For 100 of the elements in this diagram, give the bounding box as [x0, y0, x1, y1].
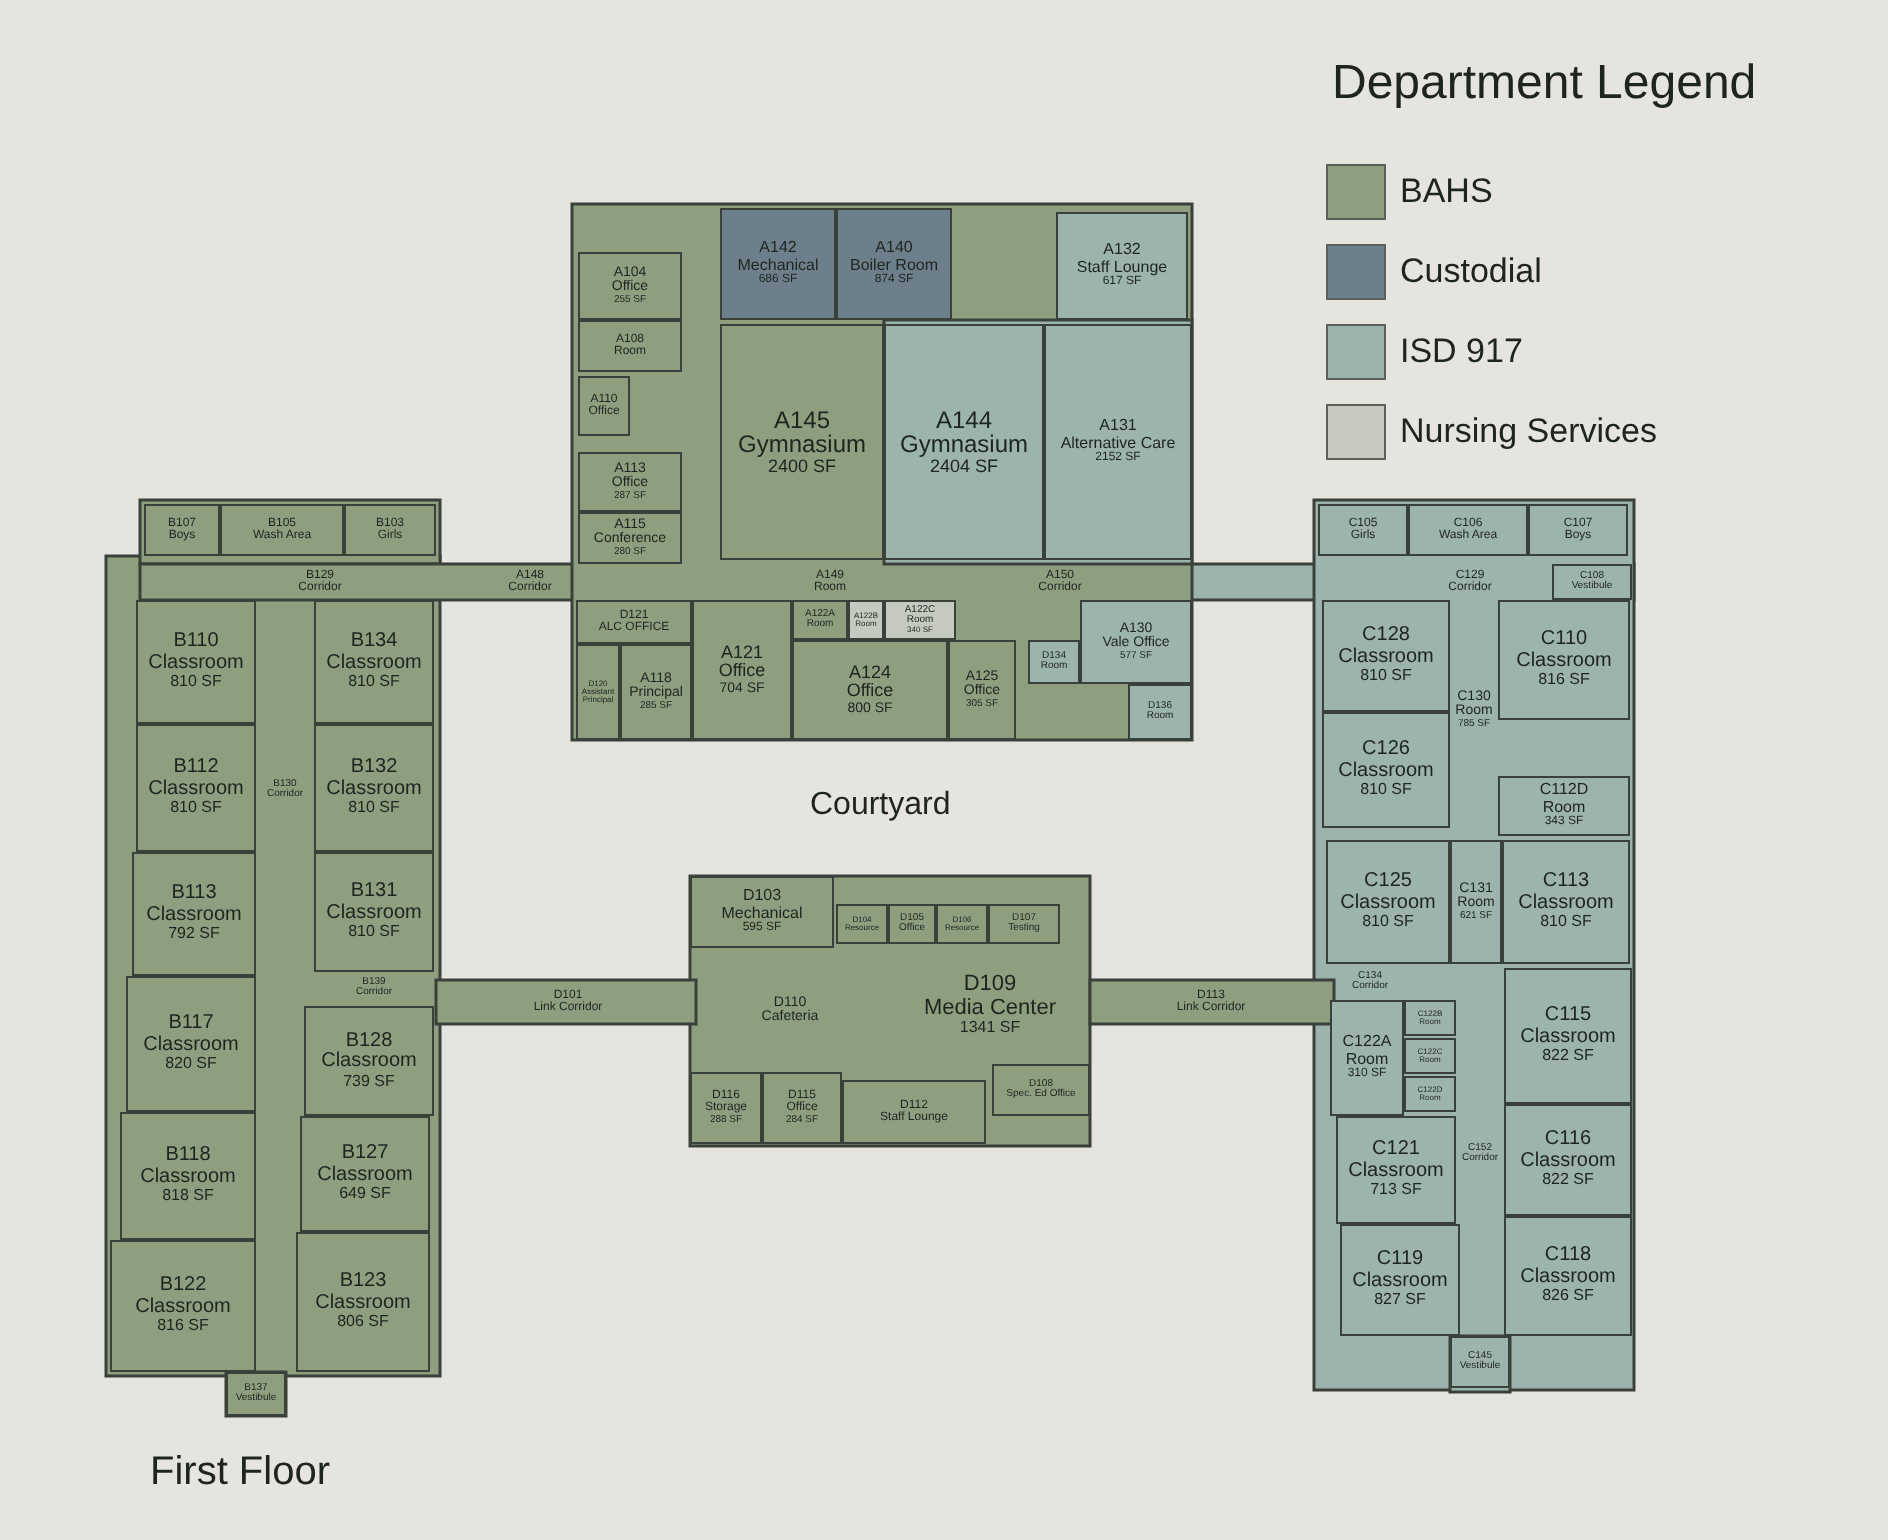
room-area: 810 SF: [170, 800, 222, 818]
room-name: Media Center: [923, 997, 1057, 1020]
room-number: B110: [173, 632, 219, 653]
room: [1336, 1116, 1456, 1224]
room: [884, 600, 956, 640]
room-number: C116: [1544, 1130, 1592, 1151]
room-name: Classroom: [135, 1297, 231, 1318]
room-name: Room: [1542, 799, 1586, 816]
floor-label: First Floor: [150, 1450, 330, 1496]
room-number: B132: [350, 758, 398, 779]
legend-label: Custodial: [1400, 252, 1542, 292]
room: [1504, 1104, 1632, 1216]
room: [304, 1006, 434, 1116]
room-number: A121: [720, 643, 764, 663]
room: [690, 876, 834, 948]
room-area: 826 SF: [1542, 1288, 1594, 1306]
room: [1498, 776, 1630, 836]
room-number: D103: [742, 888, 782, 906]
room-area: 806 SF: [337, 1314, 389, 1332]
room: [220, 504, 344, 556]
room: [1498, 600, 1630, 720]
room-area: 810 SF: [1360, 782, 1412, 800]
room: [1322, 600, 1450, 712]
room: [842, 1080, 986, 1144]
room-name: Staff Lounge: [1076, 259, 1168, 276]
room-name: Classroom: [143, 1035, 239, 1056]
room-area: 1341 SF: [959, 1020, 1021, 1038]
room: [690, 1072, 762, 1144]
room: [836, 904, 888, 944]
room-number: A144: [935, 407, 993, 433]
room-number: B131: [350, 882, 398, 903]
room: [1080, 600, 1192, 684]
room: [120, 1112, 256, 1240]
area-label: Courtyard: [810, 788, 951, 824]
room: [1028, 640, 1080, 684]
room: [1056, 212, 1188, 320]
room-number: A140: [875, 240, 913, 258]
room-number: A124: [848, 663, 892, 683]
room: [1450, 840, 1502, 964]
room-number: C113: [1542, 872, 1590, 893]
room-area: 816 SF: [1538, 672, 1590, 690]
room: [1552, 564, 1632, 600]
room-number: C112D: [1539, 782, 1589, 800]
room-name: Classroom: [326, 653, 422, 674]
room-number: C122A: [1342, 1034, 1392, 1052]
room-name: Mechanical: [721, 905, 803, 922]
room: [1504, 1216, 1632, 1336]
room: [1404, 1076, 1456, 1112]
room: [762, 1072, 842, 1144]
room-area: 810 SF: [170, 674, 222, 692]
room: [936, 904, 988, 944]
room-area: 739 SF: [343, 1073, 395, 1091]
room: [792, 600, 848, 640]
room-name: Classroom: [1352, 1271, 1448, 1292]
room-name: Gymnasium: [737, 432, 866, 458]
room-number: B112: [173, 758, 219, 779]
room: [578, 320, 682, 372]
legend-title: Department Legend: [1332, 56, 1757, 112]
room-name: Classroom: [1338, 761, 1434, 782]
room: [792, 640, 948, 740]
room-number: A131: [1099, 418, 1137, 436]
room-name: Boiler Room: [849, 257, 938, 274]
room-number: B128: [345, 1031, 393, 1052]
room-area: 822 SF: [1542, 1048, 1594, 1066]
room-area: 810 SF: [348, 800, 400, 818]
room-area: 792 SF: [168, 926, 220, 944]
room: [884, 324, 1044, 560]
room-number: A145: [773, 407, 831, 433]
room: [1404, 1038, 1456, 1074]
room-area: 816 SF: [157, 1318, 209, 1336]
room: [110, 1240, 256, 1372]
room-name: Classroom: [326, 779, 422, 800]
room-number: A142: [759, 240, 797, 258]
room: [720, 208, 836, 320]
room: [578, 452, 682, 512]
room-area: 827 SF: [1374, 1292, 1426, 1310]
room-name: Classroom: [148, 653, 244, 674]
room: [126, 976, 256, 1112]
room-number: C110: [1540, 630, 1588, 651]
room: [720, 324, 884, 560]
room-name: Classroom: [1516, 651, 1612, 672]
room-name: Classroom: [1340, 893, 1436, 914]
room: [226, 1372, 286, 1416]
room: [132, 852, 256, 976]
room-name: Alternative Care: [1060, 435, 1176, 452]
room-area: 810 SF: [1362, 914, 1414, 932]
room-name: Gymnasium: [899, 432, 1028, 458]
room-area: 713 SF: [1370, 1182, 1422, 1200]
room-name: Classroom: [140, 1167, 236, 1188]
room: [576, 600, 692, 644]
room-number: B134: [350, 632, 398, 653]
room-name: Classroom: [315, 1293, 411, 1314]
room-number: C118: [1544, 1246, 1592, 1267]
room-area: 649 SF: [339, 1186, 391, 1204]
room: [578, 376, 630, 436]
room: [948, 640, 1016, 740]
room: [988, 904, 1060, 944]
room-number: B127: [341, 1144, 389, 1165]
room: [1330, 1000, 1404, 1116]
room: [1528, 504, 1628, 556]
